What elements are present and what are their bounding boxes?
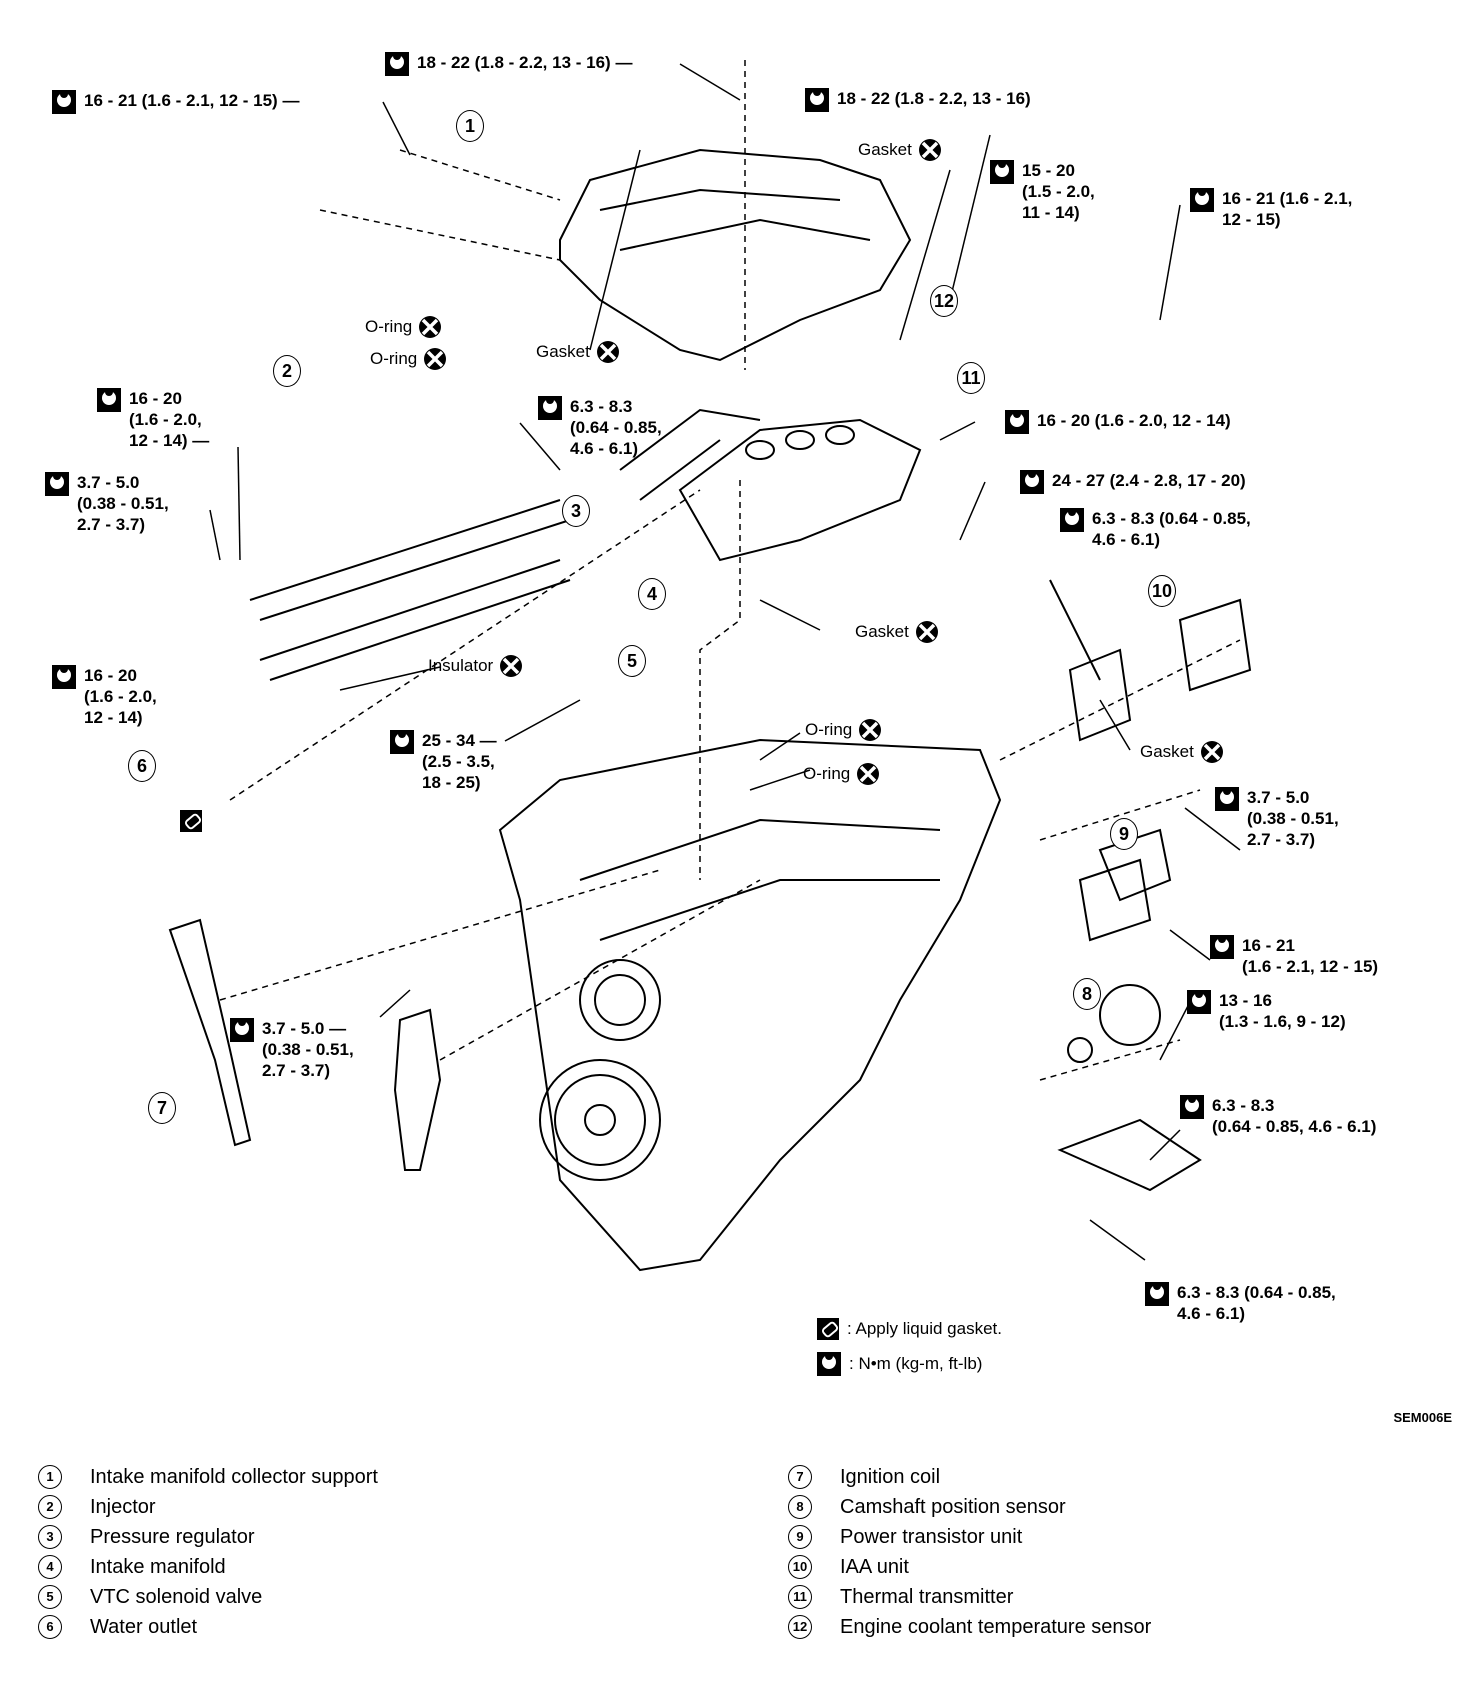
torque-label: 3.7 - 5.0 (0.38 - 0.51, 2.7 - 3.7): [45, 472, 169, 535]
legend-liquid-gasket: : Apply liquid gasket.: [817, 1318, 1002, 1340]
do-not-reuse-icon: [1200, 741, 1223, 763]
torque-label: 18 - 22 (1.8 - 2.2, 13 - 16): [805, 88, 1031, 112]
gasket-label: Gasket: [858, 138, 942, 162]
torque-wrench-icon: [1180, 1095, 1204, 1119]
gasket-label: Gasket: [855, 620, 939, 644]
legend-torque-units: : N•m (kg-m, ft-lb): [817, 1352, 982, 1376]
torque-label: 13 - 16 (1.3 - 1.6, 9 - 12): [1187, 990, 1346, 1032]
callout-4: 4: [638, 578, 666, 610]
torque-label: 16 - 21 (1.6 - 2.1, 12 - 15) —: [52, 90, 299, 114]
torque-label: 6.3 - 8.3 (0.64 - 0.85, 4.6 - 6.1): [1180, 1095, 1376, 1137]
callout-3: 3: [562, 495, 590, 527]
do-not-reuse-icon: [596, 341, 619, 363]
gasket-label: Gasket: [1140, 740, 1224, 764]
oring-label: O-ring: [365, 315, 442, 339]
power-transistor-drawing: [1078, 828, 1172, 942]
torque-label: 15 - 20 (1.5 - 2.0, 11 - 14): [990, 160, 1095, 223]
torque-wrench-icon: [390, 730, 414, 754]
do-not-reuse-icon: [419, 316, 442, 338]
liquid-gasket-icon: [180, 810, 202, 832]
torque-label: 6.3 - 8.3 (0.64 - 0.85, 4.6 - 6.1): [1145, 1282, 1336, 1324]
torque-wrench-icon: [1060, 508, 1084, 532]
iaa-unit-drawing: [1068, 598, 1252, 742]
do-not-reuse-icon: [424, 348, 447, 370]
callout-11: 11: [957, 362, 985, 394]
torque-wrench-icon: [805, 88, 829, 112]
torque-wrench-icon: [538, 396, 562, 420]
torque-label: 16 - 20 (1.6 - 2.0, 12 - 14): [52, 665, 157, 728]
torque-label: 16 - 21 (1.6 - 2.1, 12 - 15): [1190, 188, 1352, 230]
oring-label: O-ring: [803, 762, 880, 786]
torque-label: 16 - 20 (1.6 - 2.0, 12 - 14) —: [97, 388, 209, 451]
torque-label: 16 - 21 (1.6 - 2.1, 12 - 15): [1210, 935, 1378, 977]
torque-label: 3.7 - 5.0 (0.38 - 0.51, 2.7 - 3.7): [1215, 787, 1339, 850]
gasket-label: Gasket: [536, 340, 620, 364]
torque-label: 24 - 27 (2.4 - 2.8, 17 - 20): [1020, 470, 1246, 494]
torque-label: 16 - 20 (1.6 - 2.0, 12 - 14): [1005, 410, 1231, 434]
callout-2: 2: [273, 355, 301, 387]
torque-label: 3.7 - 5.0 — (0.38 - 0.51, 2.7 - 3.7): [230, 1018, 354, 1081]
torque-wrench-icon: [1190, 188, 1214, 212]
fuel-rail-drawing: [249, 499, 571, 681]
intake-manifold-drawing: [678, 418, 922, 562]
figure-code: SEM006E: [1393, 1410, 1452, 1425]
torque-wrench-icon: [817, 1352, 841, 1376]
torque-wrench-icon: [1215, 787, 1239, 811]
torque-wrench-icon: [45, 472, 69, 496]
callout-9: 9: [1110, 818, 1138, 850]
torque-wrench-icon: [1145, 1282, 1169, 1306]
do-not-reuse-icon: [859, 719, 882, 741]
torque-label: 25 - 34 — (2.5 - 3.5, 18 - 25): [390, 730, 497, 793]
torque-wrench-icon: [1187, 990, 1211, 1014]
camshaft-sensor-drawing: [1099, 984, 1161, 1046]
callout-5: 5: [618, 645, 646, 677]
callout-7: 7: [148, 1092, 176, 1124]
callout-8: 8: [1073, 978, 1101, 1010]
insulator-label: Insulator: [428, 654, 523, 678]
callout-12: 12: [930, 285, 958, 317]
callout-10: 10: [1148, 575, 1176, 607]
do-not-reuse-icon: [918, 139, 941, 161]
torque-wrench-icon: [230, 1018, 254, 1042]
torque-label: 6.3 - 8.3 (0.64 - 0.85, 4.6 - 6.1): [538, 396, 662, 459]
liquid-gasket-icon: [817, 1318, 839, 1340]
intake-collector-drawing: [559, 148, 912, 362]
ignition-coil-left-drawing: [168, 918, 252, 1147]
torque-wrench-icon: [52, 90, 76, 114]
torque-wrench-icon: [97, 388, 121, 412]
do-not-reuse-icon: [857, 763, 880, 785]
bracket-drawing: [1057, 1118, 1202, 1192]
torque-wrench-icon: [1020, 470, 1044, 494]
torque-wrench-icon: [385, 52, 409, 76]
callout-6: 6: [128, 750, 156, 782]
oring-label: O-ring: [805, 718, 882, 742]
torque-label: 18 - 22 (1.8 - 2.2, 13 - 16) —: [385, 52, 632, 76]
do-not-reuse-icon: [915, 621, 938, 643]
engine-block-drawing: [498, 738, 1002, 1272]
ignition-coil-right-drawing: [393, 1008, 442, 1171]
torque-label: 6.3 - 8.3 (0.64 - 0.85, 4.6 - 6.1): [1060, 508, 1251, 550]
torque-wrench-icon: [52, 665, 76, 689]
torque-wrench-icon: [990, 160, 1014, 184]
torque-wrench-icon: [1210, 935, 1234, 959]
do-not-reuse-icon: [500, 655, 523, 677]
callout-1: 1: [456, 110, 484, 142]
oring-label: O-ring: [370, 347, 447, 371]
torque-wrench-icon: [1005, 410, 1029, 434]
